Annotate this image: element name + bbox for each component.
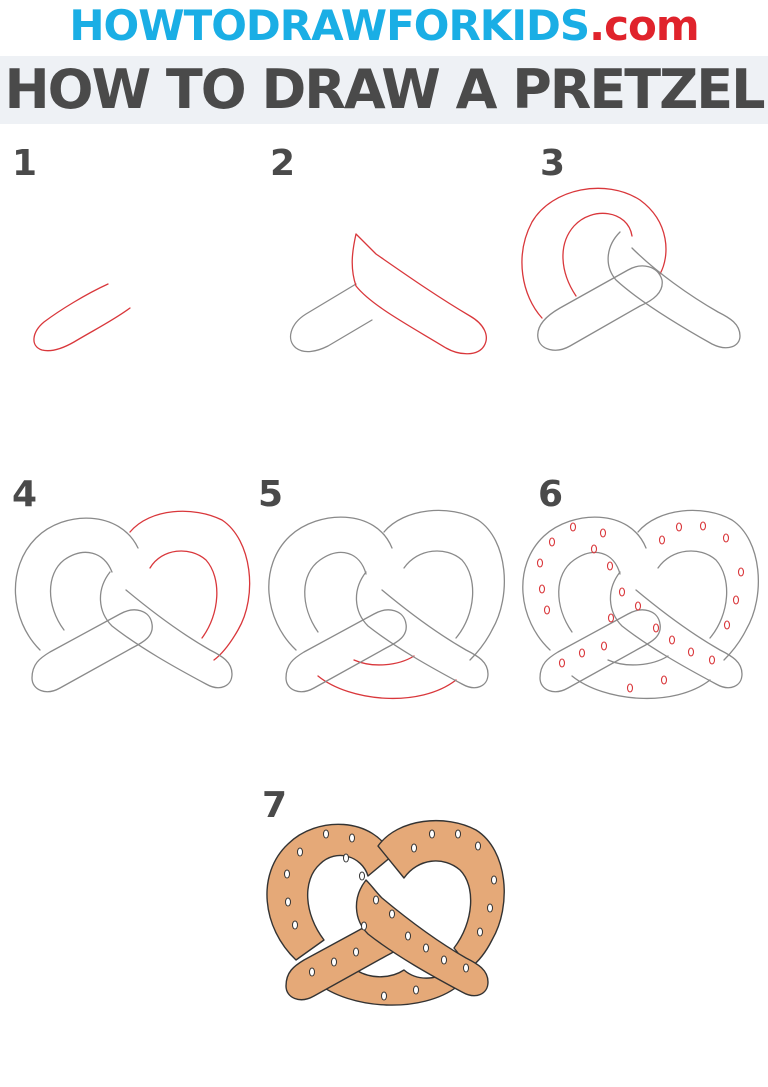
step-number-7: 7 [262,785,288,826]
step-number-6: 6 [538,474,564,515]
site-name: HOWTODRAWFORKIDS [69,1,590,50]
step-7-salt-dots [284,829,497,1001]
step-7-drawing [266,819,505,1006]
step-5-drawing [268,509,506,700]
step-1-drawing [33,283,131,352]
title-banner [0,56,768,124]
page-title: HOW TO DRAW A PRETZEL [4,58,765,121]
step-number-1: 1 [12,143,38,184]
step-number-2: 2 [270,143,296,184]
step-4-drawing [14,510,251,693]
step-6-drawing [522,509,760,700]
step-number-3: 3 [540,143,566,184]
step-2-drawing [289,233,487,355]
step-6-salt-dots [536,521,745,693]
step-number-4: 4 [12,474,38,515]
site-logo: HOWTODRAWFORKIDS.com [0,0,768,52]
site-tld: .com [589,1,699,50]
step-3-drawing [521,187,741,351]
step-number-5: 5 [258,474,284,515]
